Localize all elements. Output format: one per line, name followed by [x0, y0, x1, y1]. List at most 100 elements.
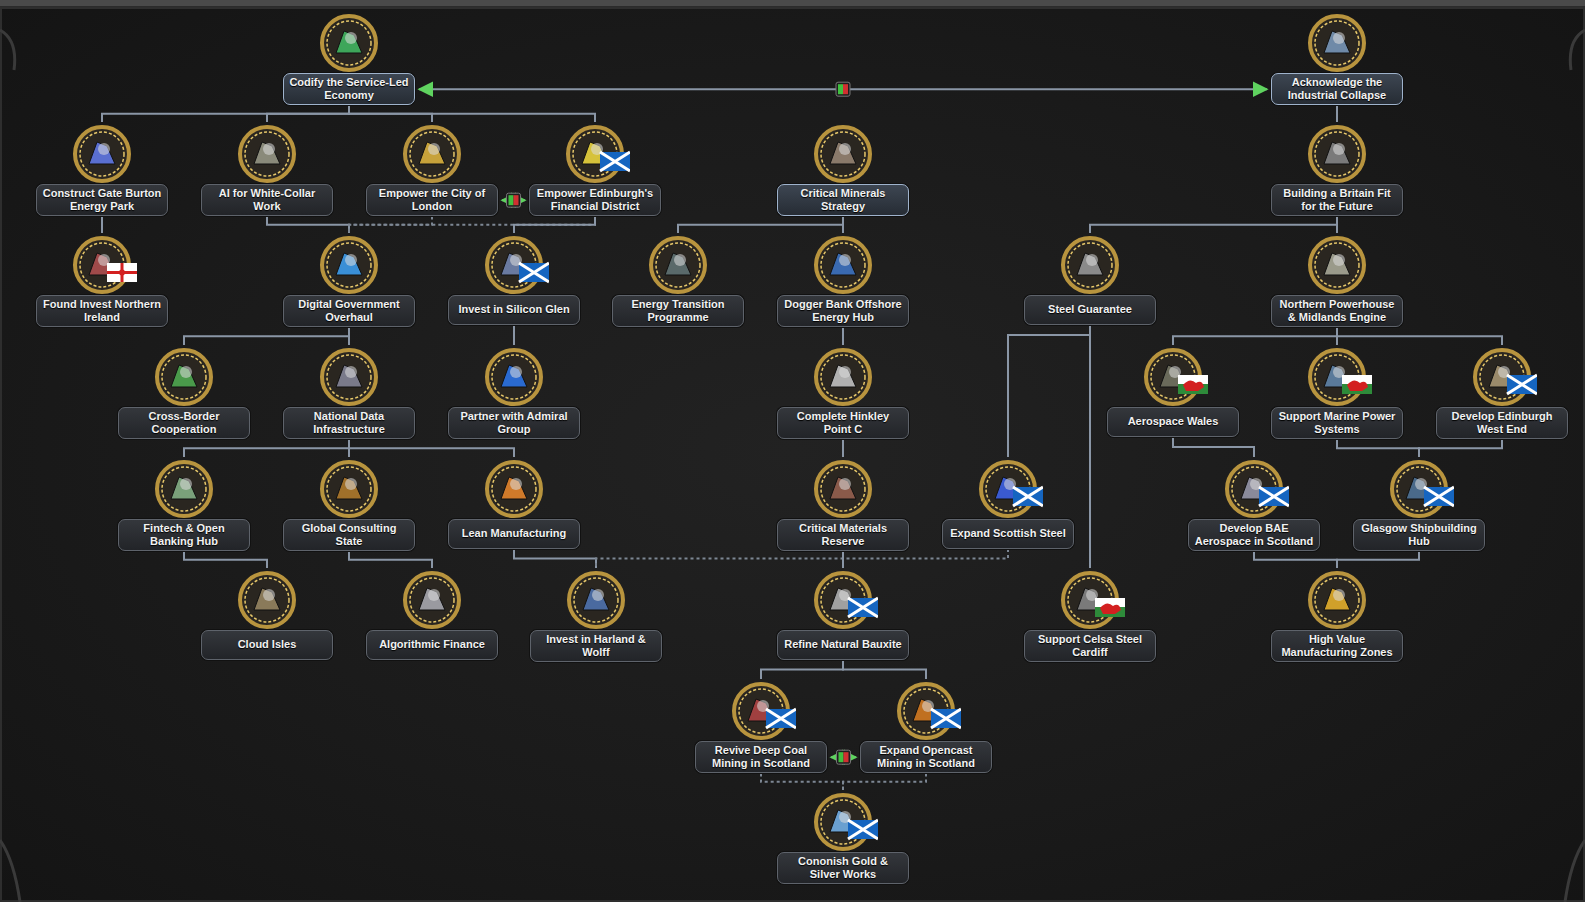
- focus-title: Empower Edinburgh's Financial District: [534, 187, 656, 213]
- focus-label-plate: Codify the Service-Led Economy: [283, 73, 415, 105]
- focus-icon: [808, 345, 878, 407]
- focus-icon: [232, 122, 302, 184]
- focus-title: Support Marine Power Systems: [1276, 410, 1398, 436]
- focus-icon: [149, 345, 219, 407]
- focus-icon: [560, 122, 630, 184]
- focus-title: Construct Gate Burton Energy Park: [41, 187, 163, 213]
- focus-title: Develop BAE Aerospace in Scotland: [1193, 522, 1315, 548]
- prerequisite-connector: [1336, 105, 1338, 122]
- prerequisite-connector: [348, 327, 350, 345]
- focus-node: Fintech & Open Banking Hub: [118, 457, 250, 551]
- focus-label-plate: High Value Manufacturing Zones: [1271, 630, 1403, 662]
- focus-title: Steel Guarantee: [1048, 303, 1132, 316]
- focus-icon: [808, 568, 878, 630]
- focus-icon: [314, 11, 384, 73]
- focus-node: Invest in Silicon Glen: [448, 233, 580, 325]
- focus-label-plate: Refine Natural Bauxite: [777, 630, 909, 660]
- focus-title: Fintech & Open Banking Hub: [123, 522, 245, 548]
- focus-icon: [1302, 122, 1372, 184]
- prerequisite-connector: [184, 327, 349, 345]
- focus-node: Steel Guarantee: [1024, 233, 1156, 325]
- focus-icon: [1302, 568, 1372, 630]
- focus-node: Empower the City of London: [366, 122, 498, 216]
- focus-label-plate: Lean Manufacturing: [448, 519, 580, 549]
- focus-icon: [808, 233, 878, 295]
- focus-node: Aerospace Wales: [1107, 345, 1239, 437]
- region-flag: [107, 263, 137, 282]
- prerequisite-connector: [1089, 325, 1091, 568]
- focus-node: Revive Deep Coal Mining in Scotland: [695, 679, 827, 773]
- focus-title: Empower the City of London: [371, 187, 493, 213]
- focus-title: Partner with Admiral Group: [453, 410, 575, 436]
- focus-title: Revive Deep Coal Mining in Scotland: [700, 744, 822, 770]
- focus-title: Found Invest Northern Ireland: [41, 298, 163, 324]
- focus-label-plate: Found Invest Northern Ireland: [36, 295, 168, 327]
- prerequisite-connector: [842, 327, 844, 345]
- focus-node: Support Celsa Steel Cardiff: [1024, 568, 1156, 662]
- region-flag: [1507, 375, 1537, 394]
- focus-icon: [479, 457, 549, 519]
- focus-title: Cloud Isles: [238, 638, 297, 651]
- prerequisite-connector: [349, 216, 595, 233]
- focus-icon: [479, 345, 549, 407]
- prerequisite-connector: [596, 549, 1008, 568]
- prerequisite-connector: [102, 105, 349, 122]
- prerequisite-connector: [1173, 437, 1254, 457]
- focus-icon: [232, 568, 302, 630]
- focus-title: Critical Materials Reserve: [782, 522, 904, 548]
- focus-label-plate: Energy Transition Programme: [612, 295, 744, 327]
- region-flag: [848, 598, 878, 617]
- focus-label-plate: Critical Minerals Strategy: [777, 184, 909, 216]
- focus-label-plate: Steel Guarantee: [1024, 295, 1156, 325]
- region-flag: [1342, 375, 1372, 394]
- focus-title: Cross-Border Cooperation: [123, 410, 245, 436]
- focus-label-plate: Glasgow Shipbuilding Hub: [1353, 519, 1485, 551]
- focus-label-plate: Cloud Isles: [201, 630, 333, 660]
- focus-icon: [643, 233, 713, 295]
- focus-node: Develop Edinburgh West End: [1436, 345, 1568, 439]
- region-flag: [1259, 487, 1289, 506]
- focus-icon: [1055, 233, 1125, 295]
- focus-icon: [1138, 345, 1208, 407]
- focus-label-plate: Construct Gate Burton Energy Park: [36, 184, 168, 216]
- region-flag: [1013, 487, 1043, 506]
- prerequisite-connector: [843, 773, 926, 790]
- focus-title: Acknowledge the Industrial Collapse: [1276, 76, 1398, 102]
- focus-node: Acknowledge the Industrial Collapse: [1271, 11, 1403, 105]
- focus-title: Develop Edinburgh West End: [1441, 410, 1563, 436]
- focus-node: Found Invest Northern Ireland: [36, 233, 168, 327]
- focus-label-plate: Support Celsa Steel Cardiff: [1024, 630, 1156, 662]
- focus-title: Building a Britain Fit for the Future: [1276, 187, 1398, 213]
- focus-title: Aerospace Wales: [1128, 415, 1219, 428]
- focus-icon: [314, 233, 384, 295]
- focus-icon: [1302, 345, 1372, 407]
- prerequisite-connector: [1337, 551, 1419, 568]
- focus-node: Cloud Isles: [201, 568, 333, 660]
- prerequisite-connector: [1419, 439, 1502, 457]
- focus-title: Codify the Service-Led Economy: [288, 76, 410, 102]
- prerequisite-connector: [349, 439, 514, 457]
- focus-node: Cononish Gold & Silver Works: [777, 790, 909, 884]
- focus-label-plate: Invest in Harland & Wolff: [530, 630, 662, 662]
- focus-label-plate: Dogger Bank Offshore Energy Hub: [777, 295, 909, 327]
- prerequisite-connector: [184, 439, 349, 457]
- focus-label-plate: Cononish Gold & Silver Works: [777, 852, 909, 884]
- focus-label-plate: Complete Hinkley Point C: [777, 407, 909, 439]
- focus-icon: [314, 457, 384, 519]
- focus-node: Support Marine Power Systems: [1271, 345, 1403, 439]
- focus-title: Algorithmic Finance: [379, 638, 485, 651]
- focus-label-plate: Revive Deep Coal Mining in Scotland: [695, 741, 827, 773]
- focus-node: Energy Transition Programme: [612, 233, 744, 327]
- prerequisite-connector: [349, 105, 595, 122]
- prerequisite-connector: [842, 439, 844, 457]
- focus-node: Partner with Admiral Group: [448, 345, 580, 439]
- region-flag: [766, 709, 796, 728]
- focus-node: Algorithmic Finance: [366, 568, 498, 660]
- focus-title: Critical Minerals Strategy: [782, 187, 904, 213]
- focus-icon: [561, 568, 631, 630]
- focus-title: Dogger Bank Offshore Energy Hub: [782, 298, 904, 324]
- focus-icon: [891, 679, 961, 741]
- focus-node: Expand Opencast Mining in Scotland: [860, 679, 992, 773]
- focus-label-plate: Acknowledge the Industrial Collapse: [1271, 73, 1403, 105]
